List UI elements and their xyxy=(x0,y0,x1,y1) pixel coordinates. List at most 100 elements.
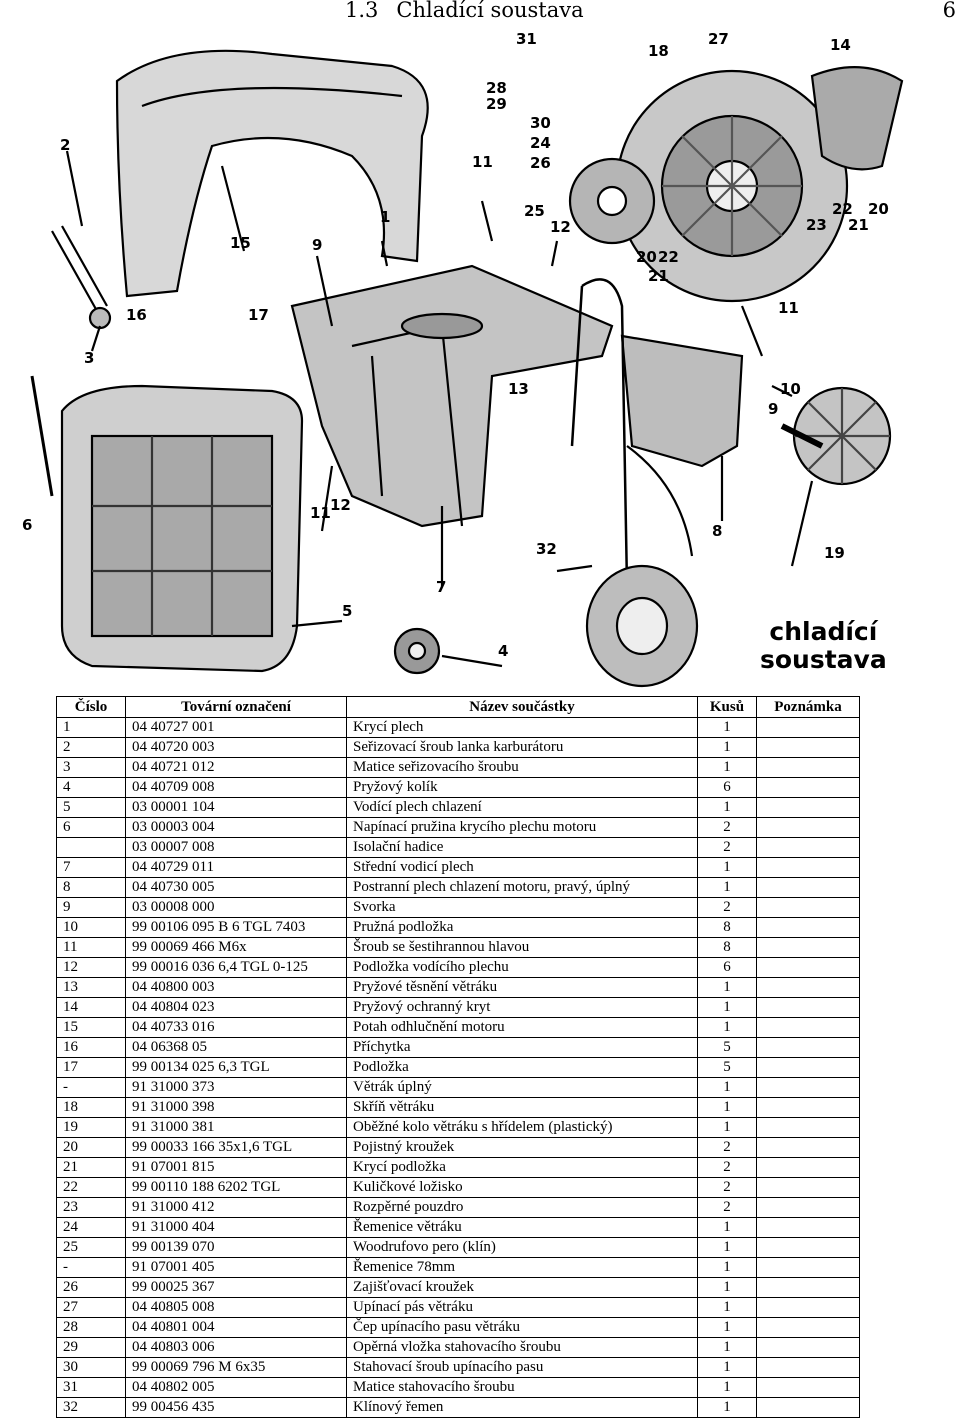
cell-number: 3 xyxy=(56,757,126,778)
callout-label: 26 xyxy=(530,154,551,172)
caption-line-1: chladící xyxy=(769,617,878,646)
cell-part-name: Matice seřizovacího šroubu xyxy=(346,757,698,778)
cell-part-name: Skříň větráku xyxy=(346,1097,698,1118)
cell-part-name: Opěrná vložka stahovacího šroubu xyxy=(346,1337,698,1358)
cell-note xyxy=(756,1337,860,1358)
cell-factory-code: 04 40720 003 xyxy=(125,737,347,758)
cell-part-name: Řemenice větráku xyxy=(346,1217,698,1238)
cell-note xyxy=(756,977,860,998)
cell-quantity: 1 xyxy=(697,1017,757,1038)
cell-note xyxy=(756,937,860,958)
cell-number: 18 xyxy=(56,1097,126,1118)
cell-part-name: Čep upínacího pasu větráku xyxy=(346,1317,698,1338)
cell-part-name: Šroub se šestihrannou hlavou xyxy=(346,937,698,958)
cell-quantity: 1 xyxy=(697,857,757,878)
section-number: 1.3 xyxy=(345,0,379,22)
cell-part-name: Řemenice 78mm xyxy=(346,1257,698,1278)
cell-number: 21 xyxy=(56,1157,126,1178)
cell-note xyxy=(756,717,860,738)
column-header-factory-code: Tovární označení xyxy=(125,696,347,718)
callout-label: 11 xyxy=(472,153,493,171)
cell-quantity: 1 xyxy=(697,1117,757,1138)
cell-quantity: 1 xyxy=(697,1097,757,1118)
cell-part-name: Větrák úplný xyxy=(346,1077,698,1098)
cell-quantity: 1 xyxy=(697,1397,757,1418)
cell-factory-code: 04 40801 004 xyxy=(125,1317,347,1338)
cell-factory-code: 91 31000 404 xyxy=(125,1217,347,1238)
cell-factory-code: 04 40802 005 xyxy=(125,1377,347,1398)
cell-factory-code: 99 00069 796 M 6x35 xyxy=(125,1357,347,1378)
cell-factory-code: 04 06368 05 xyxy=(125,1037,347,1058)
cell-factory-code: 03 00001 104 xyxy=(125,797,347,818)
cell-part-name: Postranní plech chlazení motoru, pravý, … xyxy=(346,877,698,898)
callout-label: 24 xyxy=(530,134,551,152)
cell-note xyxy=(756,857,860,878)
cell-quantity: 6 xyxy=(697,957,757,978)
cell-note xyxy=(756,1117,860,1138)
cell-quantity: 5 xyxy=(697,1057,757,1078)
cell-note xyxy=(756,1217,860,1238)
cell-quantity: 1 xyxy=(697,797,757,818)
cell-number: 6 xyxy=(56,817,126,838)
callout-label: 21 xyxy=(648,267,669,285)
cell-number: - xyxy=(56,1077,126,1098)
cell-quantity: 1 xyxy=(697,717,757,738)
cell-quantity: 8 xyxy=(697,937,757,958)
section-title-text: Chladící soustava xyxy=(396,0,584,22)
cell-quantity: 1 xyxy=(697,737,757,758)
callout-label: 23 xyxy=(806,216,827,234)
cell-factory-code: 99 00139 070 xyxy=(125,1237,347,1258)
cell-note xyxy=(756,1097,860,1118)
cell-number: 7 xyxy=(56,857,126,878)
cell-part-name: Podložka vodícího plechu xyxy=(346,957,698,978)
cell-quantity: 6 xyxy=(697,777,757,798)
cell-quantity: 1 xyxy=(697,997,757,1018)
cell-number: - xyxy=(56,1257,126,1278)
cell-number: 31 xyxy=(56,1377,126,1398)
cell-factory-code: 91 07001 405 xyxy=(125,1257,347,1278)
cell-number: 9 xyxy=(56,897,126,918)
cell-factory-code: 04 40805 008 xyxy=(125,1297,347,1318)
cell-number: 8 xyxy=(56,877,126,898)
cell-note xyxy=(756,1237,860,1258)
cell-number: 26 xyxy=(56,1277,126,1298)
cell-note xyxy=(756,817,860,838)
cell-note xyxy=(756,957,860,978)
cell-note xyxy=(756,1157,860,1178)
cell-part-name: Krycí plech xyxy=(346,717,698,738)
cell-factory-code: 91 31000 412 xyxy=(125,1197,347,1218)
callout-label: 22 xyxy=(832,200,853,218)
cell-note xyxy=(756,1017,860,1038)
callout-label: 20 xyxy=(636,248,657,266)
cell-part-name: Seřizovací šroub lanka karburátoru xyxy=(346,737,698,758)
cell-note xyxy=(756,1377,860,1398)
cell-number: 15 xyxy=(56,1017,126,1038)
callout-label: 11 xyxy=(778,299,799,317)
cell-quantity: 5 xyxy=(697,1037,757,1058)
cell-part-name: Pryžový ochranný kryt xyxy=(346,997,698,1018)
cell-part-name: Rozpěrné pouzdro xyxy=(346,1197,698,1218)
cell-number: 20 xyxy=(56,1137,126,1158)
cell-number: 14 xyxy=(56,997,126,1018)
cell-number: 23 xyxy=(56,1197,126,1218)
cell-number: 12 xyxy=(56,957,126,978)
cell-factory-code: 99 00134 025 6,3 TGL xyxy=(125,1057,347,1078)
cell-part-name: Pojistný kroužek xyxy=(346,1137,698,1158)
